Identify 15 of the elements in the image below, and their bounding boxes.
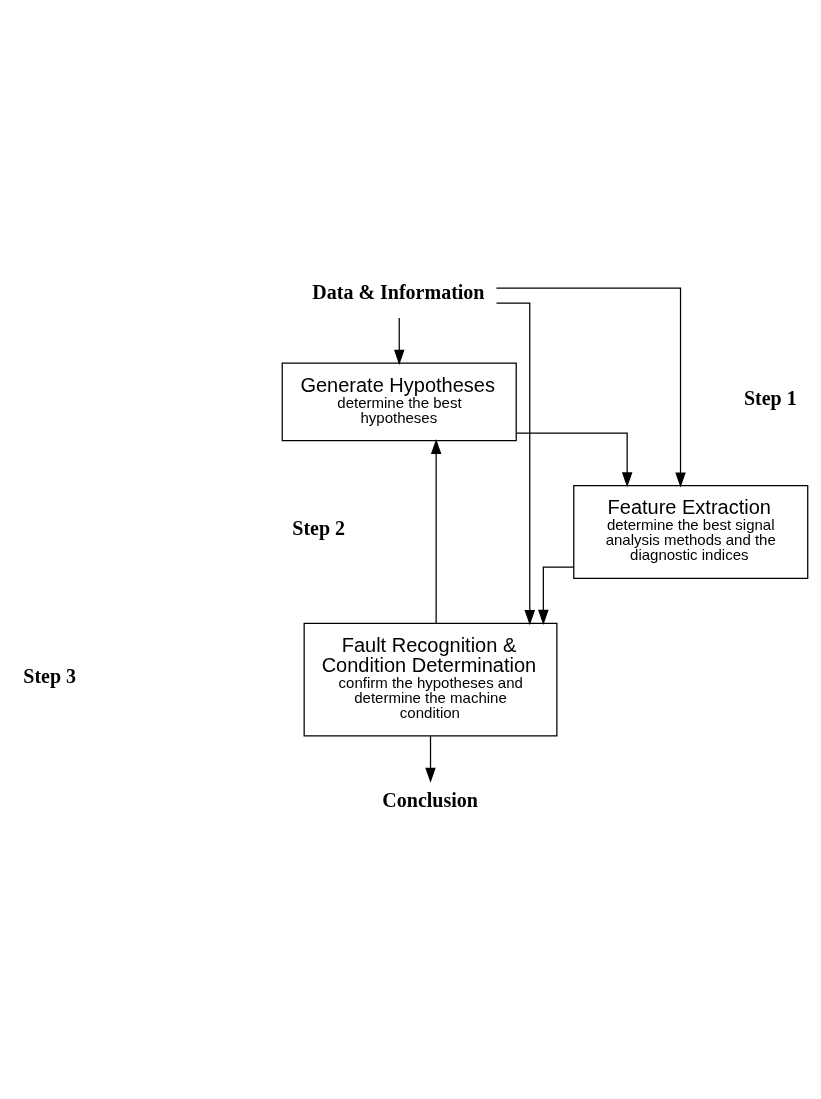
node-box: Fault Recognition & Condition Determination confirm the hypotheses and determine the machine condition	[303, 622, 558, 737]
node-box: Generate Hypotheses determine the best hypotheses	[281, 362, 517, 442]
label: Step 2	[292, 517, 346, 540]
label: Step 3	[23, 665, 77, 688]
arrow	[425, 735, 436, 783]
arrow	[495, 302, 536, 626]
arrow	[393, 317, 405, 365]
arrow	[538, 566, 575, 625]
node-text: Conclusion	[382, 788, 478, 811]
node-text: Data & Information	[312, 281, 485, 304]
arrow	[515, 432, 633, 488]
arrow	[495, 287, 686, 488]
label: Step 1	[743, 387, 797, 410]
node-box: Feature Extraction determine the best signal analysis methods and the diagnostic indices	[573, 485, 809, 579]
arrow	[430, 439, 442, 624]
